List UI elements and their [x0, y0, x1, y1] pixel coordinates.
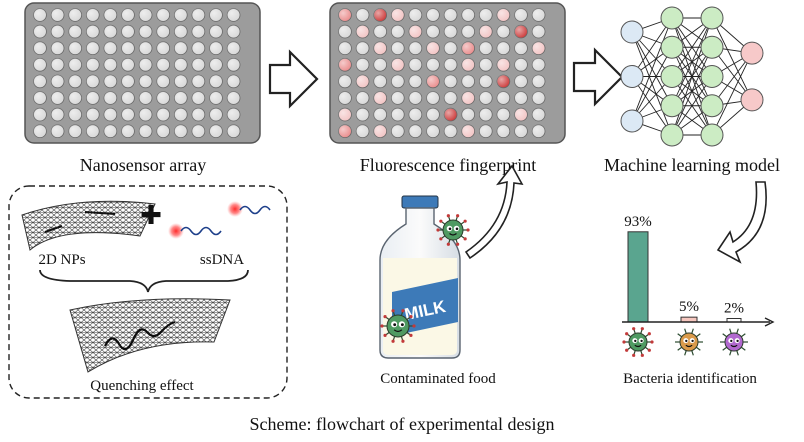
ssdna-probe-icon: [168, 201, 271, 239]
nanosheet-2d-icon: [21, 200, 156, 251]
network-edge: [671, 76, 713, 136]
plate-wells-colored: [338, 8, 546, 138]
bacterium-icon: [380, 309, 416, 343]
nanosensor-array-plate: [24, 2, 261, 144]
flow-arrow-2: [572, 47, 624, 107]
feedback-arrow: [464, 164, 524, 260]
network-node: [700, 6, 724, 30]
network-edge: [631, 17, 673, 77]
network-edge: [631, 47, 673, 122]
network-edge: [631, 76, 673, 136]
combine-brace: [39, 269, 249, 293]
quenched-complex-icon: [69, 298, 231, 373]
composition-box: [8, 185, 288, 399]
bacterium-icon: [436, 214, 470, 246]
network-node: [620, 65, 644, 88]
bar-value-label: 5%: [679, 299, 699, 315]
network-node: [740, 88, 764, 112]
chart-axis: [622, 317, 775, 327]
flow-arrow-1: [268, 49, 319, 109]
network-node: [700, 65, 724, 88]
network-node: [620, 109, 644, 133]
bacteria-identification-label: Bacteria identification: [623, 371, 757, 387]
bacteria-on-bottle: [380, 214, 470, 343]
network-node: [660, 35, 684, 59]
quenching-effect-label: Quenching effect: [90, 378, 194, 394]
network-edge: [671, 47, 713, 136]
network-node: [700, 123, 724, 147]
network-edge: [671, 17, 713, 77]
plate-wells: [33, 8, 241, 138]
network-node: [660, 6, 684, 30]
nanosensor-array-label: Nanosensor array: [80, 155, 206, 175]
network-node: [660, 123, 684, 147]
fluorescence-fingerprint-plate: [329, 2, 566, 144]
bacteria-icons-row: [622, 327, 748, 357]
bacterium-green-icon: [622, 327, 654, 357]
bacteria-bar-chart: 93% 5% 2%: [624, 214, 744, 323]
machine-learning-model-label: Machine learning model: [604, 155, 780, 175]
network-node: [620, 20, 644, 44]
network-node: [700, 94, 724, 118]
bar: [680, 316, 698, 323]
plus-sign: ✚: [140, 201, 162, 230]
bacterium-purple-icon: [720, 328, 748, 356]
scheme-caption: Scheme: flowchart of experimental design: [250, 414, 555, 434]
contaminated-food-label: Contaminated food: [380, 371, 496, 387]
network-node: [700, 35, 724, 59]
bar: [627, 231, 649, 323]
network-node: [740, 41, 764, 65]
network-edge: [671, 17, 713, 106]
neural-network-diagram: [620, 6, 764, 147]
identification-arrow: [716, 181, 767, 264]
network-edge: [711, 17, 753, 101]
network-edge: [631, 17, 673, 122]
network-edge: [711, 52, 753, 136]
strand-on-sheet-icon: [44, 211, 116, 233]
nps-2d-label: 2D NPs: [38, 252, 85, 268]
network-node: [660, 94, 684, 118]
fluorescence-fingerprint-label: Fluorescence fingerprint: [360, 155, 536, 175]
bar-value-label: 93%: [624, 214, 652, 230]
ssdna-label: ssDNA: [200, 252, 244, 268]
network-node: [660, 65, 684, 88]
bar-value-label: 2%: [724, 301, 744, 317]
network-edge: [671, 17, 713, 136]
bacterium-orange-icon: [675, 328, 703, 356]
